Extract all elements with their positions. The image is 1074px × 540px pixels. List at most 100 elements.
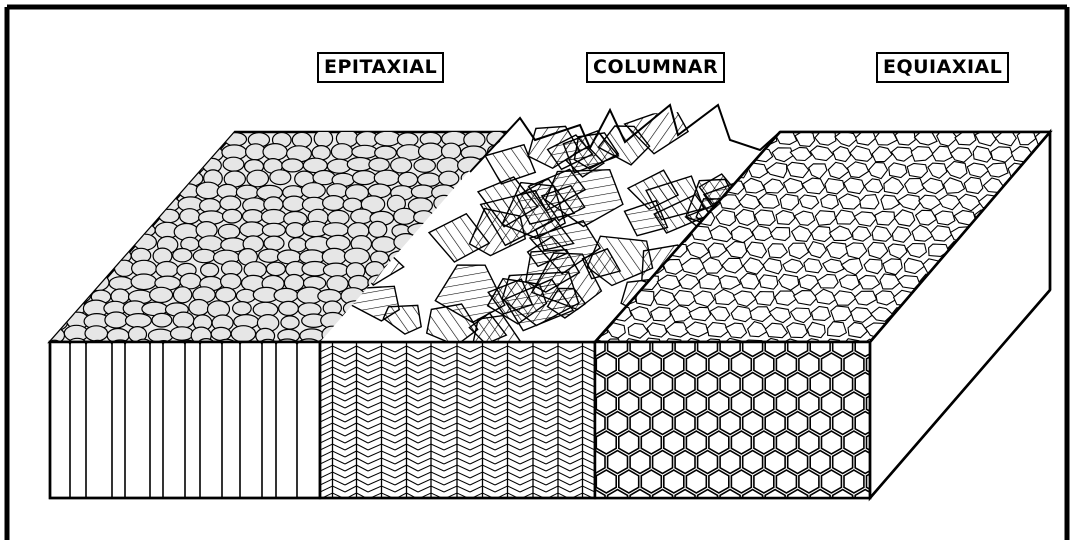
epitaxial-grain [193,249,215,262]
equiaxial-hex-grain [709,353,729,376]
epitaxial-grain [322,248,346,265]
equiaxial-hex-grain [822,431,842,454]
equiaxial-hex-grain [653,412,673,435]
equiaxial-hex-grain [743,373,763,396]
equiaxial-grain [647,323,667,337]
epitaxial-grain [418,173,441,186]
epitaxial-grain [286,223,305,238]
epitaxial-grain [220,196,241,210]
equiaxial-hex-grain [754,470,774,493]
epitaxial-grain [302,183,326,198]
equiaxial-hex-grain [686,353,706,376]
epitaxial-grain [113,236,135,249]
epitaxial-grain [218,224,239,239]
equiaxial-hexagonal-grains [563,334,887,513]
epitaxial-grain [65,290,90,303]
equiaxial-hex-grain [720,451,740,474]
equiaxial-hex-grain [754,353,774,376]
equiaxial-hex-grain [754,392,774,415]
epitaxial-grain [323,223,349,237]
equiaxial-hex-grain [765,412,785,435]
epitaxial-grain [85,326,108,341]
equiaxial-hex-grain [664,470,684,493]
equiaxial-hex-grain [776,470,796,493]
equiaxial-hex-grain [641,392,661,415]
epitaxial-grain [464,132,485,148]
epitaxial-grain [375,131,401,146]
equiaxial-hex-grain [731,470,751,493]
equiaxial-hex-grain [776,392,796,415]
epitaxial-grain [201,263,219,277]
epitaxial-grain [263,144,287,160]
epitaxial-grain [411,185,434,198]
equiaxial-hex-grain [731,392,751,415]
equiaxial-hex-grain [630,412,650,435]
epitaxial-grain [281,316,299,329]
epitaxial-grain [125,314,151,328]
epitaxial-grain [22,340,42,356]
epitaxial-grain [331,144,352,160]
equiaxial-hex-grain [596,431,616,454]
epitaxial-grain [240,222,264,237]
epitaxial-grain [236,289,255,302]
epitaxial-grain [369,221,387,237]
epitaxial-grain [231,326,255,342]
epitaxial-grain [414,159,435,172]
equiaxial-hex-grain [686,431,706,454]
epitaxial-grain [262,210,287,225]
epitaxial-grain [270,170,291,185]
equiaxial-label: EQUIAXIAL [876,52,1009,83]
epitaxial-grain [351,209,373,224]
epitaxial-grain [442,143,461,159]
equiaxial-hex-grain [641,470,661,493]
equiaxial-hex-grain [664,392,684,415]
epitaxial-grain [221,274,241,290]
equiaxial-hex-grain [776,353,796,376]
epitaxial-grain [372,237,396,253]
equiaxial-grain [760,275,778,289]
epitaxial-grain [148,329,172,342]
equiaxial-hex-grain [619,353,639,376]
epitaxial-grain [109,277,133,290]
epitaxial-grain [223,157,244,171]
epitaxial-grain [159,209,179,222]
equiaxial-hex-grain [799,431,819,454]
columnar-front-face [320,342,595,499]
equiaxial-hex-grain [709,470,729,493]
equiaxial-hex-grain [788,490,808,513]
equiaxial-hex-grain [675,373,695,396]
equiaxial-hex-grain [698,412,718,435]
equiaxial-hex-grain [630,490,650,513]
equiaxial-hex-grain [822,353,842,376]
equiaxial-hex-grain [810,490,830,513]
equiaxial-hex-grain [608,451,628,474]
epitaxial-grain [152,313,172,327]
equiaxial-hex-grain [788,373,808,396]
equiaxial-hex-grain [720,373,740,396]
epitaxial-grain [189,300,209,316]
equiaxial-hex-grain [720,490,740,513]
equiaxial-hex-grain [833,451,853,474]
equiaxial-hex-grain [844,431,864,454]
equiaxial-hex-grain [810,451,830,474]
epitaxial-grain [156,262,178,278]
epitaxial-grain [233,302,252,315]
epitaxial-grain [352,145,378,158]
equiaxial-hex-grain [653,490,673,513]
epitaxial-grain [419,143,443,160]
equiaxial-hex-grain [810,373,830,396]
equiaxial-hex-grain [653,451,673,474]
epitaxial-grain [171,327,194,340]
equiaxial-hex-grain [608,373,628,396]
equiaxial-hex-grain [686,470,706,493]
epitaxial-label: EPITAXIAL [317,52,444,83]
epitaxial-grain [353,171,376,185]
epitaxial-front-face [50,334,320,498]
equiaxial-hex-grain [822,392,842,415]
equiaxial-grain [755,210,776,226]
epitaxial-grain [105,312,128,328]
epitaxial-grain [391,158,412,173]
equiaxial-hex-grain [799,392,819,415]
equiaxial-hex-grain [630,451,650,474]
